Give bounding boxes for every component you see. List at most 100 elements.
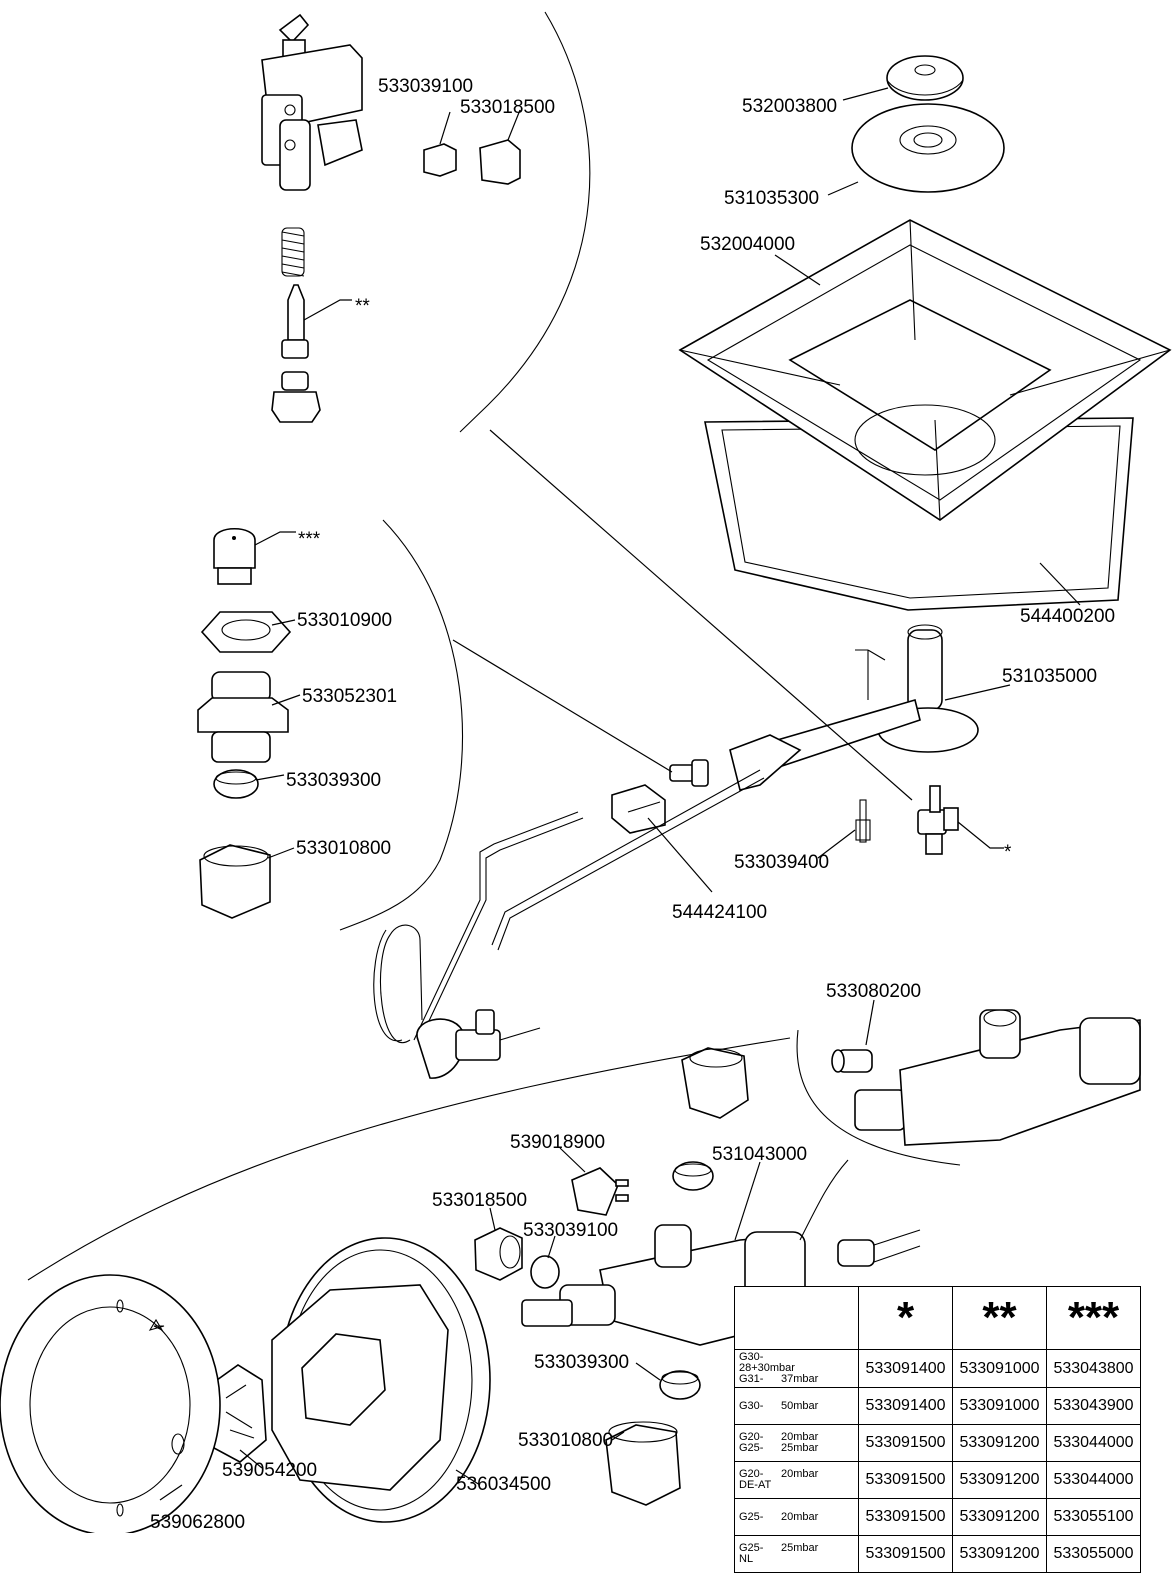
gas-name: G30- [739,1399,764,1412]
label-injector-seal: 533010900 [297,610,392,631]
label-drip-tray: 544400200 [1020,606,1115,627]
gas-pressure: 25mbar [781,1442,819,1454]
label-burner-cap: 532003800 [742,96,837,117]
pilot-jet [281,284,309,359]
olive-part [213,769,259,799]
gas-pressure: 20mbar [781,1468,819,1480]
label-burner-body: 531035000 [1002,666,1097,687]
part-number-cell: 533091500 [858,1498,953,1536]
label-pilot-injector: 533039100 [378,76,473,97]
table-header-gas [734,1286,859,1350]
bypass-screw-part [831,1049,873,1073]
part-number-cell: 533043800 [1046,1349,1141,1388]
injector-seal-part [200,611,292,653]
part-number-cell: 533091400 [858,1349,953,1388]
label-burner-head: 531035300 [724,188,819,209]
part-number-cell: 533055100 [1046,1498,1141,1536]
label-olive: 533039300 [286,770,381,791]
part-number-cell: 533091400 [858,1387,953,1425]
pilot-burner-assembly [261,13,363,191]
gas-type-cell: G25- 20mbar [734,1498,859,1536]
label-bypass-screw: 533080200 [826,981,921,1002]
part-number-cell: 533055000 [1046,1535,1141,1573]
control-knob-part [271,1237,491,1523]
gas-name: G25- [739,1510,764,1523]
thermocouple-part [855,799,871,843]
label-valve-body: 531043000 [712,1144,807,1165]
part-number-cell: 533091000 [952,1349,1047,1388]
gas-name: G20- [739,1431,764,1443]
pilot-assembly-small [917,785,959,855]
label-valve-union-nut: 533010800 [518,1430,613,1451]
gas-pressure: 50mbar [781,1399,819,1412]
gas-pressure: 20mbar [781,1431,819,1443]
gas-pressure: 20mbar [781,1510,819,1523]
divider-pilot-section [459,11,591,433]
bezel-part [0,1274,221,1533]
exploded-parts-diagram: ** 533039100 533018500 532003800 5310353… [0,11,1172,1533]
table-header-cell: *** [1046,1286,1141,1350]
label-pan-support: 532004000 [700,234,795,255]
burner-cap-part [886,55,964,101]
gas-name: G31- [739,1373,764,1385]
label-control-knob: 536034500 [456,1474,551,1495]
part-number-cell: 533091500 [858,1461,953,1499]
burner-head-part [851,103,1005,193]
gas-type-cell: G30- 50mbar [734,1387,859,1425]
main-injector-marker: *** [298,529,321,550]
part-number-cell: 533043900 [1046,1387,1141,1425]
gas-type-line: G20- 20mbar [739,1469,854,1480]
main-injector-part [213,528,256,585]
label-thermocouple-clip: 544424100 [672,902,767,923]
label-knob-insert: 539054200 [222,1460,317,1481]
part-number-cell: 533091200 [952,1535,1047,1573]
divider-valve-detail [796,1029,961,1166]
gas-pressure: 37mbar [781,1373,819,1385]
label-union-nut: 533010800 [296,838,391,859]
gas-name: NL [739,1553,754,1565]
gas-type-line: G25- 25mbar [739,1443,854,1454]
label-valve-nut: 533018500 [432,1190,527,1211]
part-number-cell: 533091200 [952,1424,1047,1462]
part-number-cell: 533044000 [1046,1424,1141,1462]
gas-name: DE-AT [739,1479,772,1491]
burner-body-part [729,624,979,791]
part-number-cell: 533044000 [1046,1461,1141,1499]
union-nut-part [199,844,271,919]
label-bezel: 539062800 [150,1512,245,1533]
divider-valve-section [27,1037,791,1281]
part-number-cell: 533091200 [952,1461,1047,1499]
gas-type-line: G31- 37mbar [739,1374,854,1385]
pilot-jet-nut [271,371,321,423]
valve-detail-part [854,1009,1141,1146]
part-number-cell: 533091200 [952,1498,1047,1536]
gas-type-line: NL [739,1554,854,1565]
valve-union-nut-top [681,1047,749,1119]
gas-name: G20- [739,1468,764,1480]
gas-type-line: G20- 20mbar [739,1432,854,1443]
table-header-row: * ** *** [734,1286,1141,1350]
valve-olive-part [530,1255,560,1289]
pan-support-part [678,219,1172,521]
gas-name: G25- [739,1442,764,1454]
gas-type-line: G25-25mbar [739,1543,854,1554]
label-injector-holder: 533052301 [302,686,397,707]
valve-with-knob-small [416,1009,541,1079]
divider-injector-section [339,519,464,931]
label-valve-olive-2: 533039300 [534,1352,629,1373]
table-header-cell: ** [952,1286,1047,1350]
gas-pressure: 25mbar [781,1542,819,1554]
pilot-spring [281,227,305,277]
gas-name: G30-28+30mbar [739,1351,795,1374]
thermocouple-clip-part [611,784,666,834]
table-header-cell: * [858,1286,953,1350]
gas-supply-pipes [373,769,765,1044]
pilot-injector-part [423,143,457,177]
gas-type-line: DE-AT [739,1480,854,1491]
